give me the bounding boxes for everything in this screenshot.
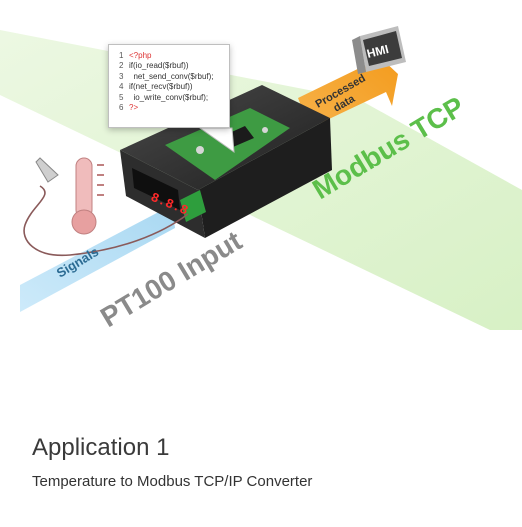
hmi-icon	[352, 26, 406, 74]
hmi-label: HMI	[365, 42, 390, 61]
sensor-cable	[23, 185, 189, 257]
signals-band	[20, 205, 175, 312]
code-callout-pointer	[198, 127, 235, 154]
converter-device	[120, 85, 332, 238]
code-line: 6?>	[119, 103, 139, 113]
caption-subtitle: Temperature to Modbus TCP/IP Converter	[32, 473, 313, 490]
caption-title: Application 1	[32, 434, 170, 461]
code-line: 1<?php	[119, 51, 152, 60]
code-line: 5 io_write_conv($rbuf);	[119, 92, 209, 102]
code-line: 3 net_send_conv($rbuf);	[119, 71, 214, 81]
pt100-probe-icon	[35, 157, 59, 183]
thermometer-icon	[71, 157, 104, 235]
